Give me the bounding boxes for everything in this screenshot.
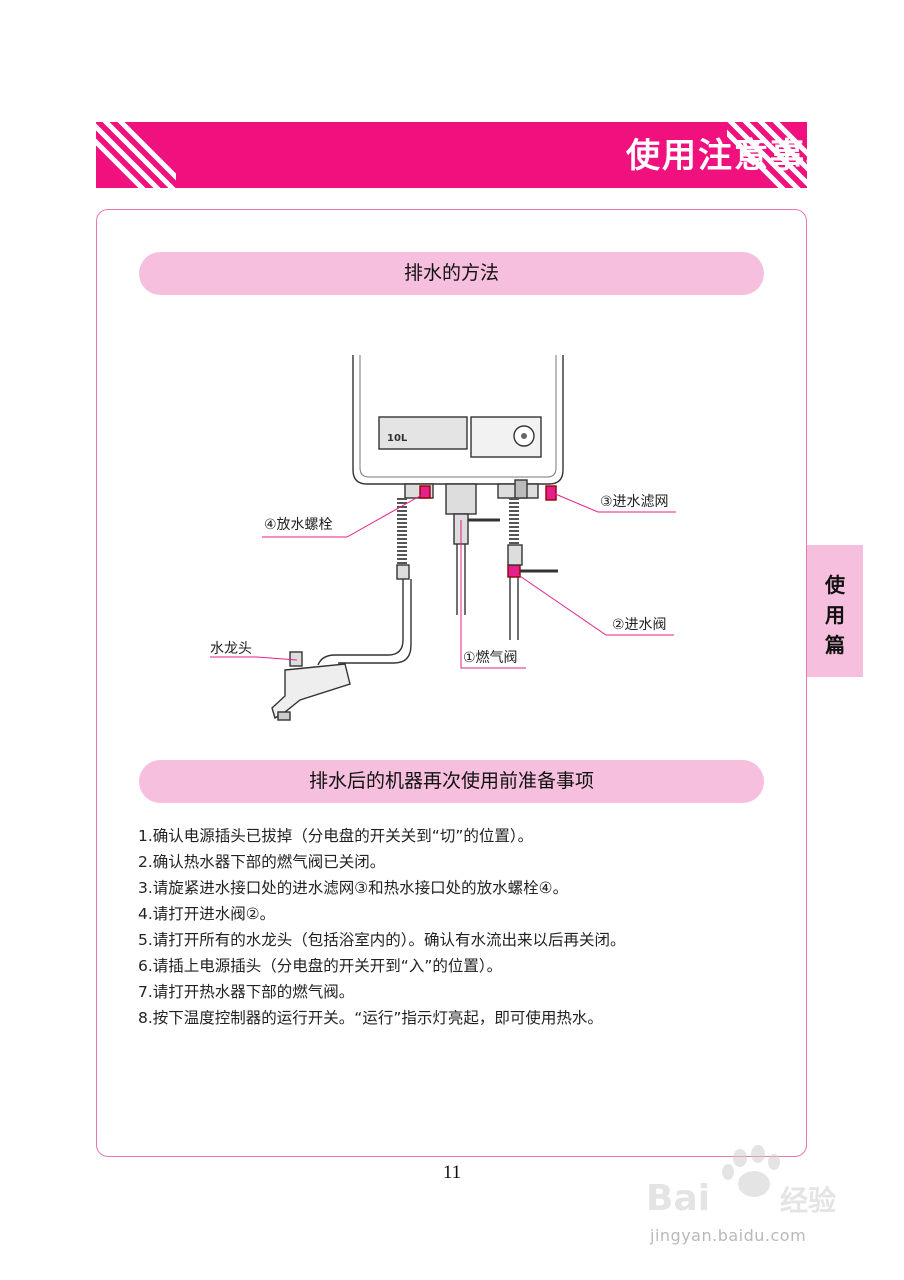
instruction-item: 7.请打开热水器下部的燃气阀。 <box>138 983 355 1001</box>
drain-plug <box>419 485 431 499</box>
instruction-list: 1.确认电源插头已拔掉（分电盘的开关关到“切”的位置）。 2.确认热水器下部的燃… <box>138 823 738 1031</box>
content-frame <box>96 209 807 1157</box>
page-number: 11 <box>442 1162 462 1183</box>
label-gas-valve: ①燃气阀 <box>463 650 518 666</box>
instruction-item: 4.请打开进水阀②。 <box>138 905 276 923</box>
faucet-icon <box>271 651 351 721</box>
inlet-filter <box>545 485 557 501</box>
watermark-url: jingyan.baidu.com <box>650 1226 807 1245</box>
baidu-watermark-logo: Bai 经验 <box>646 1145 836 1219</box>
label-faucet: 水龙头 <box>210 641 252 657</box>
label-inlet-valve: ②进水阀 <box>612 617 667 633</box>
drain-diagram: 10L <box>210 355 676 721</box>
label-inlet-filter: ③进水滤网 <box>600 494 669 510</box>
side-tab-char: 篇 <box>825 633 845 657</box>
instruction-item: 1.确认电源插头已拔掉（分电盘的开关关到“切”的位置）。 <box>138 827 534 845</box>
section-heading-drain: 排水的方法 <box>139 252 764 295</box>
label-drain-plug: ④放水螺栓 <box>264 517 333 533</box>
instruction-item: 3.请旋紧进水接口处的进水滤网③和热水接口处的放水螺栓④。 <box>138 879 569 897</box>
side-tab-char: 用 <box>825 603 845 627</box>
header-stripes-decoration <box>96 122 807 188</box>
svg-text:Bai: Bai <box>646 1178 710 1219</box>
svg-text:经验: 经验 <box>780 1184 836 1217</box>
page-title: 使用注意事项 <box>626 136 842 176</box>
header-banner <box>96 122 807 188</box>
side-tab: 使 用 篇 <box>807 545 863 677</box>
side-tab-char: 使 <box>825 573 845 597</box>
heater-display-panel <box>378 416 468 450</box>
instruction-item: 2.确认热水器下部的燃气阀已关闭。 <box>138 853 386 871</box>
instruction-item: 5.请打开所有的水龙头（包括浴室内的）。确认有水流出来以后再关闭。 <box>138 931 626 949</box>
section-heading-prepare: 排水后的机器再次使用前准备事项 <box>139 760 764 803</box>
instruction-item: 6.请插上电源插头（分电盘的开关开到“入”的位置）。 <box>138 957 503 975</box>
instruction-item: 8.按下温度控制器的运行开关。“运行”指示灯亮起，即可使用热水。 <box>138 1009 603 1027</box>
panel-model-text: 10L <box>387 433 408 444</box>
